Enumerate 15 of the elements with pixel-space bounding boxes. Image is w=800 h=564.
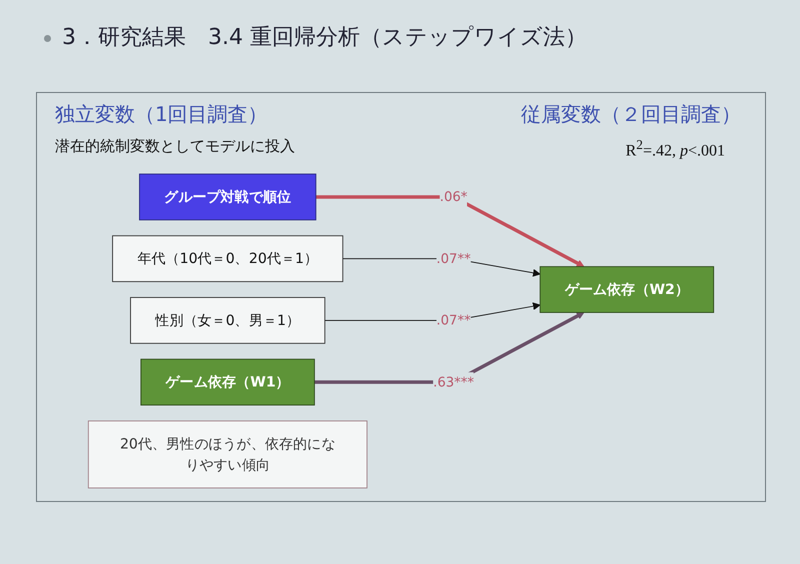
node-box [88,420,368,488]
column-heading: 独立変数（1回目調査） [55,101,268,128]
edge-label: .07** [436,250,471,266]
edge-label: .07** [436,312,471,328]
arrow [316,195,584,267]
edge-label: .63*** [433,374,474,390]
edge-label: .06* [440,188,468,205]
column-heading: 従属変数（２回目調査） [521,101,741,128]
node-box [130,297,326,344]
node-box [112,235,344,282]
node-box [139,174,316,220]
node-box [540,266,714,313]
slide-title: 3．研究結果 3.4 重回帰分析（ステップワイズ法） [62,24,587,52]
group-note: 潜在的統制変数としてモデルに投入 [55,137,295,156]
node-box [140,358,315,406]
